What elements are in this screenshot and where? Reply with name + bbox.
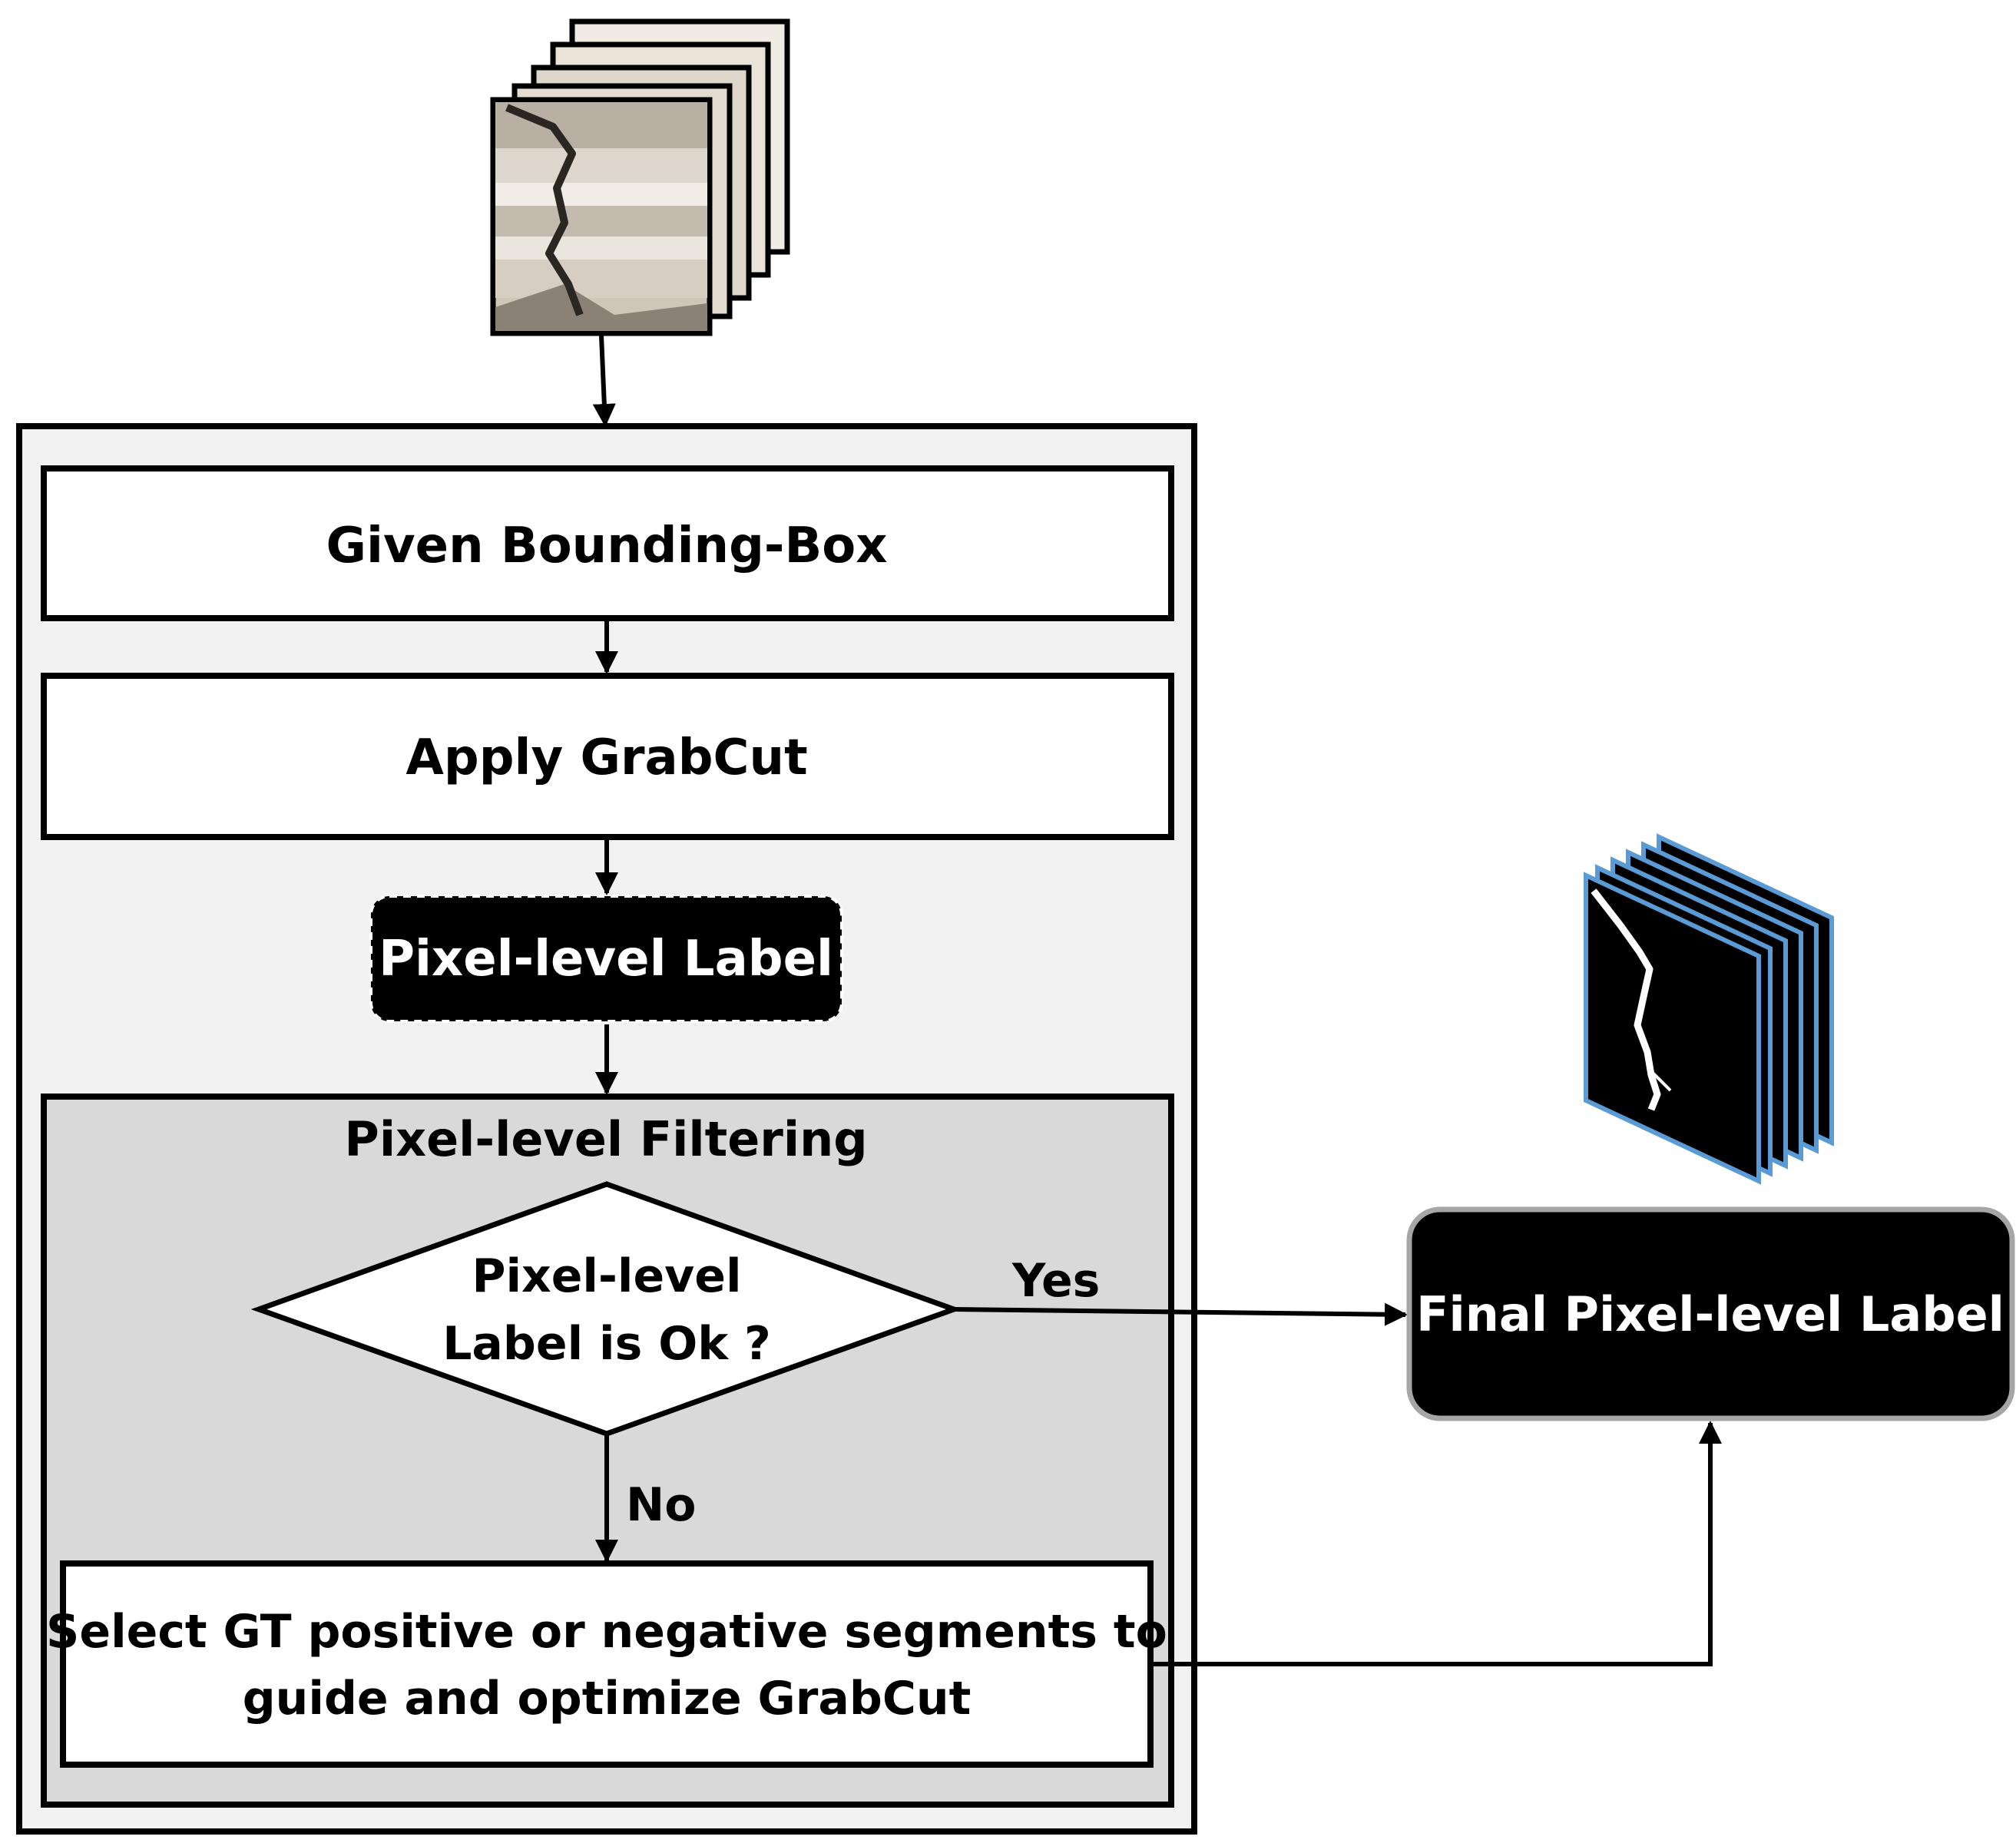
select-segments-step: Select GT positive or negative segments …: [46, 1560, 1167, 1768]
crack-mask: [1584, 872, 1761, 1185]
pixel-level-filtering-title: Pixel-level Filtering: [344, 1111, 867, 1167]
select-segments-line-1: Select GT positive or negative segments …: [46, 1605, 1167, 1659]
given-bounding-box-step: Given Bounding-Box: [41, 465, 1174, 621]
decision-line-1: Pixel-level: [472, 1249, 741, 1303]
crack-photo: [490, 97, 713, 336]
pixel-level-label-step: Pixel-level Label: [369, 895, 843, 1023]
input-image-stack: [490, 18, 790, 336]
given-bounding-box-label: Given Bounding-Box: [326, 518, 887, 574]
arrow-yes: [953, 1302, 1408, 1326]
final-pixel-level-label-text: Final Pixel-level Label: [1416, 1286, 2004, 1342]
arrow-input-to-panel: [592, 335, 616, 427]
yes-edge-label: Yes: [1011, 1254, 1100, 1308]
decision-line-2: Label is Ok ?: [442, 1317, 771, 1371]
apply-grabcut-label: Apply GrabCut: [406, 730, 807, 786]
apply-grabcut-step: Apply GrabCut: [41, 673, 1174, 840]
pixel-level-label-text: Pixel-level Label: [379, 931, 833, 988]
no-edge-label: No: [626, 1478, 696, 1532]
select-segments-line-2: guide and optimize GrabCut: [243, 1672, 972, 1726]
arrow-select-to-final: [1150, 1421, 1722, 1666]
output-mask-stack: [1584, 833, 1834, 1185]
final-pixel-level-label: Final Pixel-level Label: [1406, 1206, 2015, 1421]
